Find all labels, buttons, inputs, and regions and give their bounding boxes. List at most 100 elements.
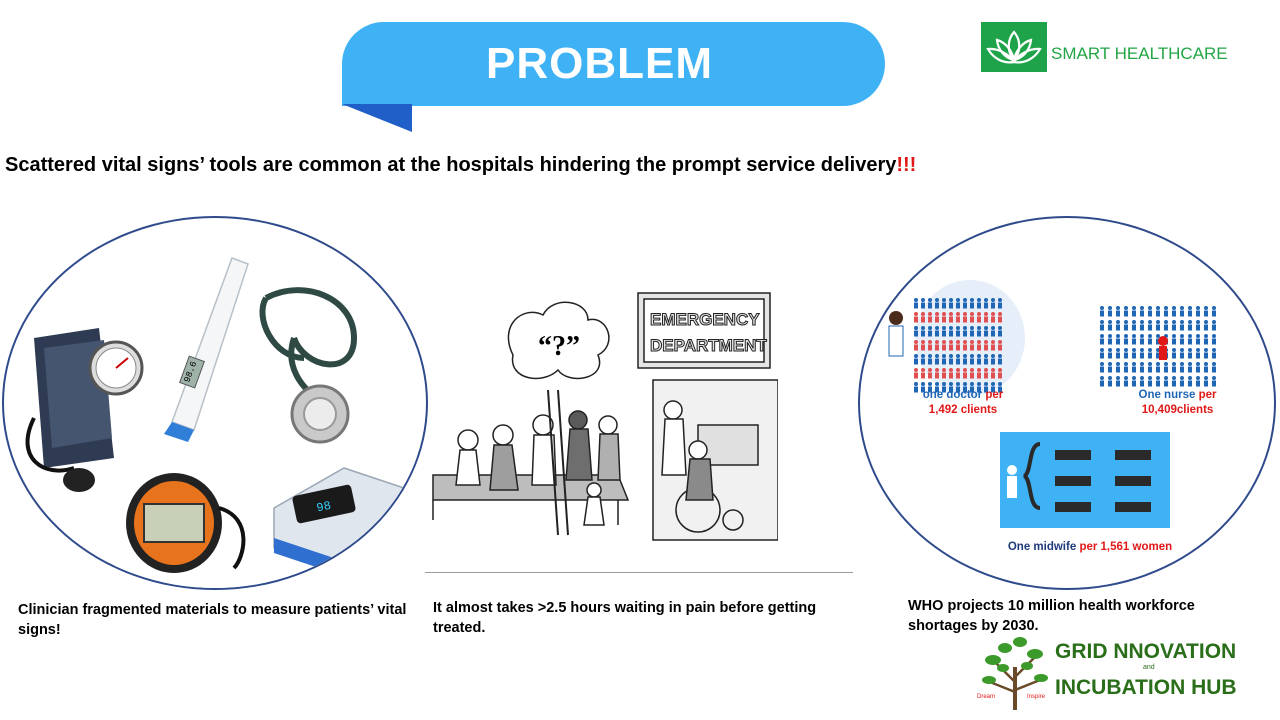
person-icon [991, 382, 995, 386]
person-icon [1164, 362, 1168, 366]
person-icon [949, 358, 953, 365]
person-icon [1196, 338, 1200, 345]
person-icon [970, 368, 974, 372]
person-icon [928, 358, 932, 365]
person-icon [1172, 334, 1176, 338]
person-icon [1108, 338, 1112, 345]
person-icon [921, 368, 925, 372]
person-icon [914, 316, 918, 323]
person-icon [1164, 380, 1168, 387]
person-icon [1148, 380, 1152, 387]
stethoscope-icon [259, 287, 358, 444]
hub-tag-right: Inspire [1027, 694, 1046, 700]
person-icon [956, 368, 960, 372]
person-icon [1196, 366, 1200, 373]
person-icon [1188, 348, 1192, 352]
person-icon [921, 344, 925, 351]
person-icon [998, 302, 1002, 309]
person-icon [1180, 352, 1184, 359]
person-icon [1212, 380, 1216, 387]
headline-text: Scattered vital signs’ tools are common … [5, 154, 897, 176]
person-icon [970, 302, 974, 309]
person-icon [1140, 324, 1144, 331]
person-icon [991, 302, 995, 309]
person-icon [914, 330, 918, 337]
person-icon [1188, 376, 1192, 380]
person-icon [949, 312, 953, 316]
person-icon [963, 316, 967, 323]
person-icon [991, 298, 995, 302]
person-icon [935, 326, 939, 330]
person-icon [970, 386, 974, 393]
person-icon [949, 354, 953, 358]
midwife-label: One midwife [1007, 541, 1077, 553]
person-icon [963, 302, 967, 309]
person-icon [1132, 348, 1136, 352]
person-icon [963, 382, 967, 386]
person-icon [998, 340, 1002, 344]
person-icon [963, 358, 967, 365]
person-icon [914, 326, 918, 330]
person-icon [1204, 380, 1208, 387]
middle-divider [425, 572, 853, 573]
person-icon [914, 372, 918, 379]
thermometer-icon: 98.6 [164, 257, 249, 442]
person-icon [1148, 362, 1152, 366]
person-icon [1172, 376, 1176, 380]
person-icon [914, 312, 918, 316]
person-icon [1156, 310, 1160, 317]
person-icon [1164, 320, 1168, 324]
person-icon [949, 326, 953, 330]
person-icon [991, 312, 995, 316]
person-icon [1180, 362, 1184, 366]
thought-mark: “?” [538, 331, 580, 362]
person-icon [963, 340, 967, 344]
nurse-per: per [1198, 389, 1217, 401]
person-icon [921, 302, 925, 309]
person-icon [1212, 324, 1216, 331]
person-icon [1188, 362, 1192, 366]
person-icon [991, 326, 995, 330]
person-icon [1148, 306, 1152, 310]
person-icon [942, 358, 946, 365]
workforce-circle [858, 216, 1276, 590]
person-icon [1132, 306, 1136, 310]
person-icon [914, 354, 918, 358]
sign-line-2: DEPARTMENT [650, 336, 767, 355]
person-icon [1140, 320, 1144, 324]
person-icon [1172, 352, 1176, 359]
person-icon [1148, 338, 1152, 345]
person-icon [1124, 366, 1128, 373]
person-icon [970, 354, 974, 358]
person-icon [963, 344, 967, 351]
person-icon [1188, 334, 1192, 338]
person-icon [1196, 334, 1200, 338]
person-icon [1124, 310, 1128, 317]
person-icon [1196, 306, 1200, 310]
blood-pressure-cuff-icon [25, 328, 144, 492]
person-icon [1180, 306, 1184, 310]
person-icon [1108, 362, 1112, 366]
person-icon [935, 316, 939, 323]
person-icon [963, 354, 967, 358]
person-icon [949, 386, 953, 393]
person-icon [1156, 306, 1160, 310]
person-icon [1180, 348, 1184, 352]
person-icon [998, 298, 1002, 302]
person-icon [977, 330, 981, 337]
person-icon [1180, 334, 1184, 338]
person-icon [1188, 338, 1192, 345]
person-icon [984, 386, 988, 393]
person-icon [1140, 380, 1144, 387]
person-icon [949, 340, 953, 344]
person-icon [1100, 338, 1104, 345]
person-icon [935, 368, 939, 372]
person-icon [1188, 306, 1192, 310]
person-icon [921, 358, 925, 365]
person-icon [984, 312, 988, 316]
headline-emphasis: !!! [896, 154, 917, 176]
person-icon [1108, 320, 1112, 324]
person-icon [1132, 338, 1136, 345]
person-icon [977, 358, 981, 365]
person-icon [1140, 306, 1144, 310]
